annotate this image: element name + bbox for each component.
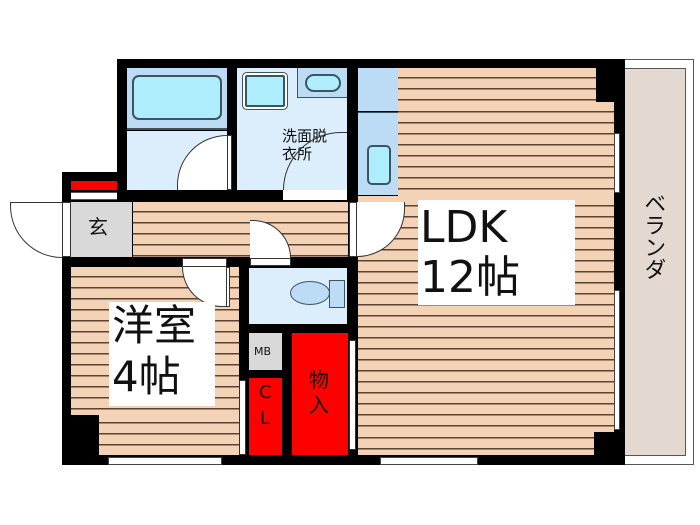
ldk-floor: [358, 428, 594, 455]
toilet-bowl-icon: [290, 281, 330, 305]
wash-basin-icon: [245, 75, 285, 107]
toilet-door-opening: [250, 258, 291, 266]
bathroom-door-frame: [227, 135, 232, 190]
western-room-floor: [99, 413, 239, 455]
storage-sliding-door: [349, 340, 356, 450]
kitchen-counter-top: [358, 68, 398, 111]
veranda-label: ベランダ: [640, 192, 666, 286]
veranda-area: [624, 68, 686, 456]
hallway-floor: [133, 202, 348, 257]
entrance-label: 玄: [88, 215, 108, 239]
entrance-door-swing: [10, 202, 62, 258]
western-room-door-frame: [182, 258, 227, 267]
western-room-name: 洋室: [112, 301, 197, 350]
ldk-size: 12帖: [420, 252, 520, 303]
western-room-window-bottom: [108, 457, 222, 465]
closet-label-1: C: [259, 382, 272, 403]
entrance-door-frame: [62, 202, 71, 257]
closet-label-2: L: [260, 408, 271, 429]
ldk-window-right-lower: [614, 290, 620, 430]
washroom-door-opening: [283, 190, 347, 200]
entrance-floor: [71, 202, 132, 257]
ldk-window-bottom: [380, 457, 478, 465]
ldk-window-right-upper: [614, 133, 620, 193]
bathtub-icon: [132, 75, 222, 120]
toilet-tank-icon: [329, 280, 345, 308]
ldk-name: LDK: [420, 202, 508, 253]
closet-sliding-door: [239, 380, 246, 455]
meter-box: [249, 333, 282, 370]
storage: [292, 333, 348, 455]
storage-label-1: 物: [309, 368, 329, 392]
kitchen-sink-icon: [367, 145, 391, 185]
shoe-cabinet: [71, 181, 117, 190]
closet: [249, 378, 282, 455]
western-room-label-box: [109, 302, 215, 406]
veranda-text: ベランダ: [640, 192, 666, 280]
ldk-label-box: [418, 200, 575, 305]
western-room-size: 4帖: [112, 352, 181, 401]
hallway-ldk-door-frame: [349, 202, 357, 257]
ldk-floor: [398, 68, 596, 106]
washing-machine-icon: [305, 74, 341, 92]
storage-label-2: 入: [309, 393, 329, 417]
shoe-cabinet-doors: [71, 192, 117, 200]
meter-box-label: MB: [254, 345, 272, 358]
western-room-door-leaf: [226, 267, 230, 307]
